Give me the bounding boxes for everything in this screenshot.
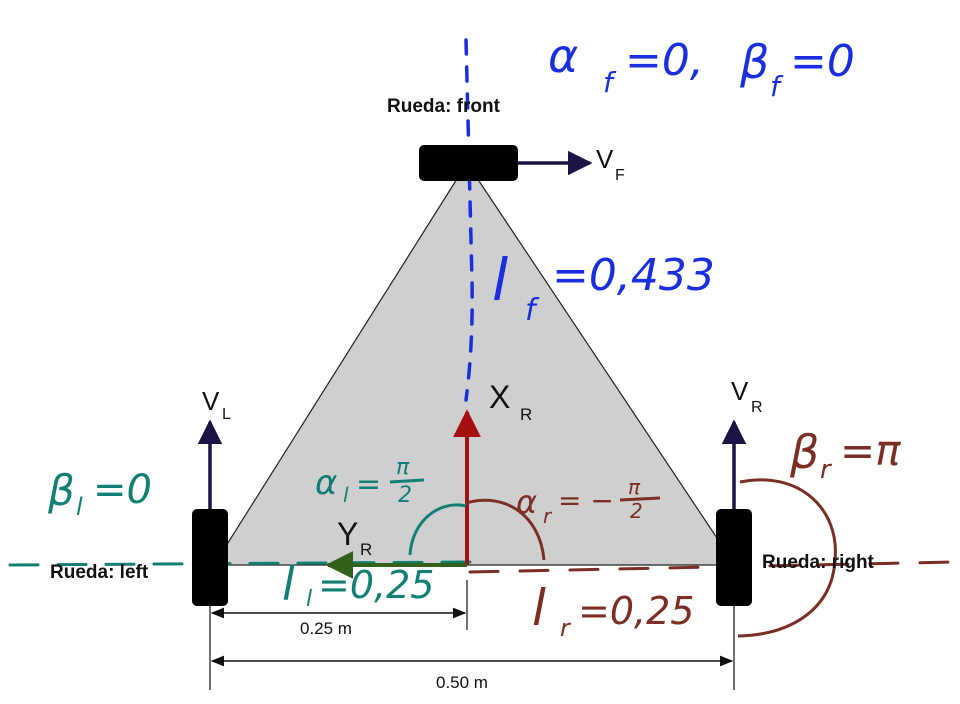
robot-body bbox=[212, 161, 737, 566]
y-axis-label: Y bbox=[337, 516, 358, 552]
alpha-left-den: 2 bbox=[398, 483, 412, 508]
l-right-annotation: l r =0,25 bbox=[532, 579, 694, 642]
l-left-value: =0,25 bbox=[318, 563, 434, 607]
l-right-symbol: l bbox=[532, 579, 546, 637]
right-velocity-sub: R bbox=[751, 399, 763, 416]
dimension-half-label: 0.25 m bbox=[300, 619, 352, 638]
alpha-front-sub: f bbox=[603, 66, 617, 99]
alpha-left-sub: l bbox=[343, 483, 349, 507]
alpha-right-arc bbox=[465, 498, 546, 561]
beta-right-annotation: β r =π bbox=[789, 425, 901, 485]
dimension-full-label: 0.50 m bbox=[436, 673, 488, 692]
front-wheel-label: Rueda: front bbox=[387, 96, 501, 117]
l-right-value: =0,25 bbox=[578, 589, 694, 633]
front-wheel bbox=[419, 145, 518, 181]
beta-left-symbol: β bbox=[47, 466, 75, 515]
alpha-right-fraction-bar bbox=[619, 496, 661, 502]
beta-front-symbol: β bbox=[739, 35, 769, 89]
front-velocity-sub: F bbox=[615, 167, 625, 184]
beta-left-sub: l bbox=[76, 493, 83, 521]
front-angles-annotation: α f =0, β f =0 bbox=[548, 29, 855, 103]
beta-left-value: =0 bbox=[93, 467, 152, 513]
left-wheel-label: Rueda: left bbox=[50, 562, 149, 583]
alpha-left-num: π bbox=[396, 455, 410, 480]
l-right-sub: r bbox=[560, 614, 572, 642]
left-velocity-sub: L bbox=[222, 406, 231, 423]
alpha-right-eq: = − bbox=[558, 484, 614, 517]
x-axis-sub: R bbox=[520, 405, 532, 424]
alpha-right-num: π bbox=[628, 475, 641, 499]
right-axis-dashed-line bbox=[468, 560, 957, 574]
y-axis-sub: R bbox=[360, 540, 372, 559]
beta-left-annotation: β l =0 bbox=[47, 466, 152, 521]
right-wheel bbox=[716, 509, 752, 606]
beta-right-arc bbox=[737, 478, 837, 638]
left-axis-dashed-line bbox=[8, 560, 472, 567]
l-front-symbol: l bbox=[492, 246, 508, 314]
beta-right-value: =π bbox=[840, 426, 901, 475]
left-velocity-label: V bbox=[202, 386, 220, 416]
beta-right-symbol: β bbox=[789, 425, 819, 479]
alpha-right-annotation: α r = − π 2 bbox=[516, 475, 661, 528]
l-front-value: =0,433 bbox=[552, 250, 715, 301]
beta-front-sub: f bbox=[770, 70, 784, 103]
alpha-left-eq: = bbox=[356, 467, 381, 502]
alpha-left-arc bbox=[408, 503, 467, 556]
left-wheel bbox=[192, 509, 228, 606]
alpha-right-symbol: α bbox=[516, 483, 537, 521]
alpha-left-annotation: α l = π 2 bbox=[315, 455, 425, 508]
alpha-left-symbol: α bbox=[315, 463, 337, 503]
alpha-front-value: =0, bbox=[625, 35, 704, 86]
x-axis-label: X bbox=[489, 379, 510, 415]
alpha-left-fraction-bar bbox=[389, 478, 425, 484]
l-left-sub: l bbox=[306, 587, 312, 612]
front-velocity-label: V bbox=[596, 144, 614, 174]
l-front-annotation: l f =0,433 bbox=[492, 246, 715, 328]
front-axis-dashed-line bbox=[464, 38, 474, 402]
l-left-annotation: l l =0,25 bbox=[282, 557, 434, 612]
beta-front-value: =0 bbox=[790, 36, 855, 87]
right-velocity-label: V bbox=[731, 376, 749, 406]
beta-right-sub: r bbox=[820, 455, 833, 485]
alpha-right-sub: r bbox=[543, 504, 553, 528]
right-wheel-label: Rueda: right bbox=[762, 552, 875, 573]
alpha-right-den: 2 bbox=[630, 499, 643, 523]
l-left-symbol: l bbox=[282, 557, 295, 611]
alpha-front-symbol: α bbox=[548, 29, 578, 83]
